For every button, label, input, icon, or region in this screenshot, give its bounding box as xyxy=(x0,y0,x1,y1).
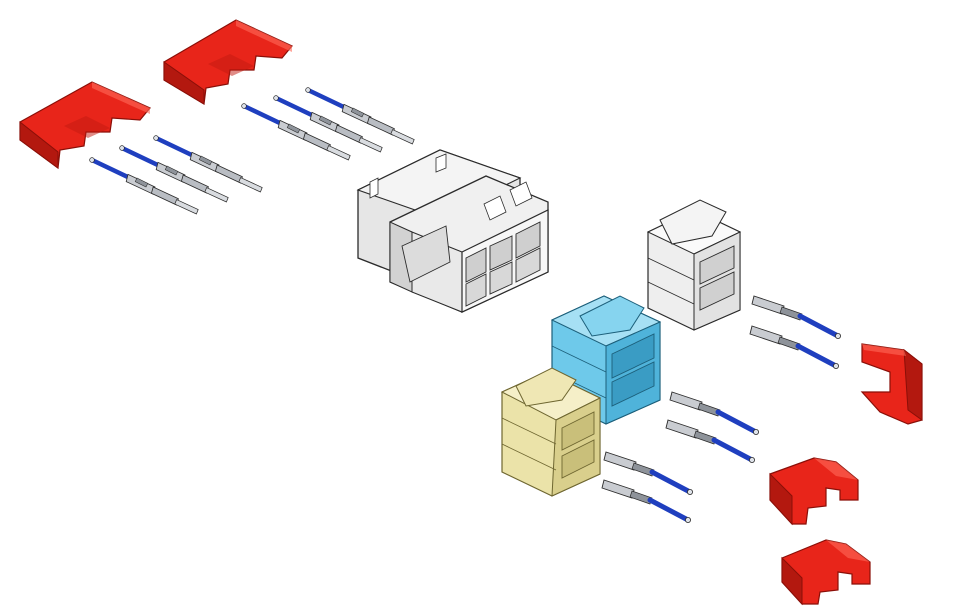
terminal-8 xyxy=(750,326,839,369)
terminal-6 xyxy=(90,158,199,214)
terminal-3 xyxy=(242,104,351,160)
terminal-5 xyxy=(120,146,229,202)
retainer-b xyxy=(163,19,293,105)
retainer-c xyxy=(860,343,923,425)
retainer-a xyxy=(19,81,151,170)
plug-housing-white xyxy=(646,199,742,331)
plug-housing-cream xyxy=(500,367,602,497)
retainer-e xyxy=(781,539,871,606)
header-housing xyxy=(356,149,549,313)
retainer-d xyxy=(769,457,859,526)
terminal-4 xyxy=(154,136,263,192)
